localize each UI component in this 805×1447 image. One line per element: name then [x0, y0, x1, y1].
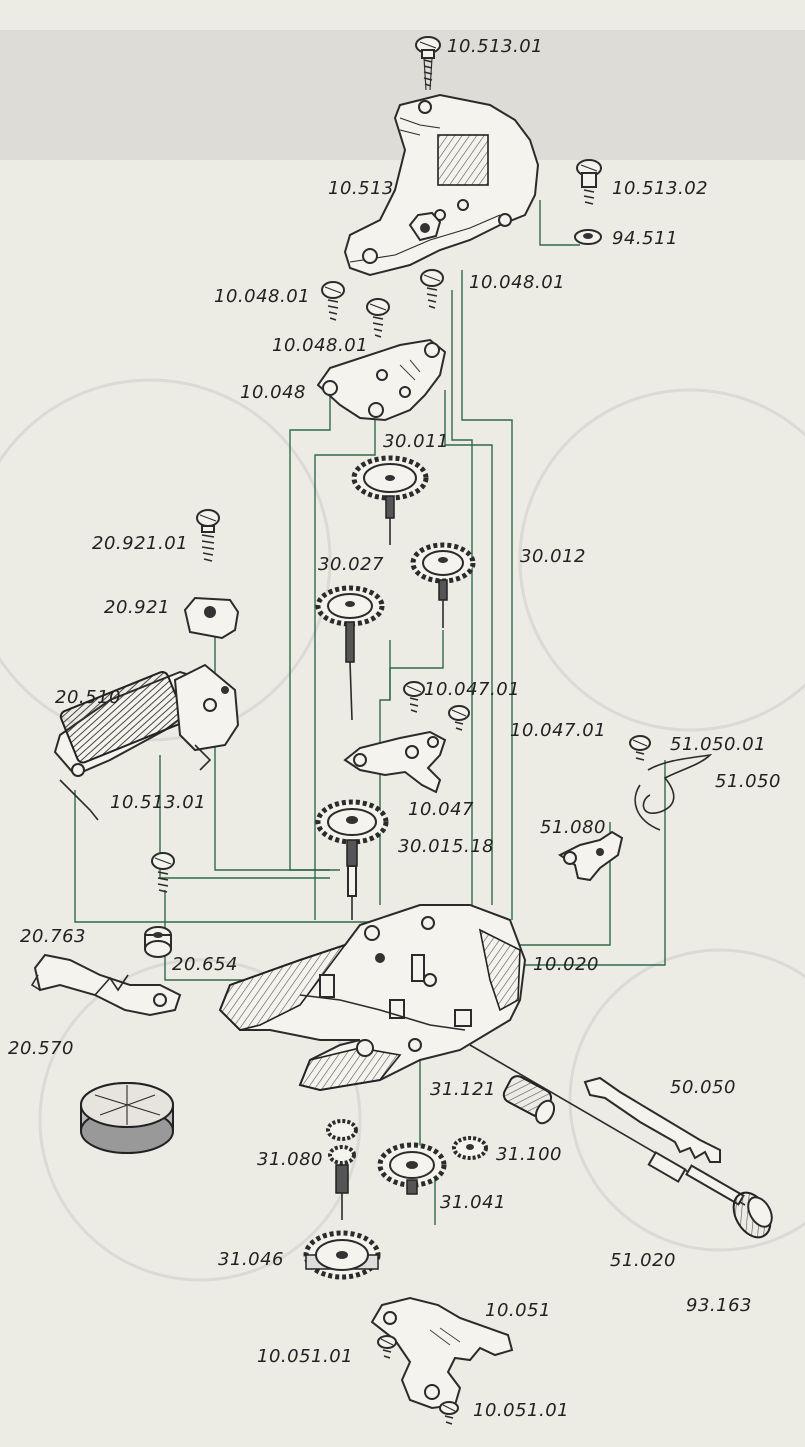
screw-10-047-01-a [403, 681, 425, 713]
label-93-163: 93.163 [686, 1295, 752, 1316]
label-10-048: 10.048 [240, 382, 306, 403]
part-10-048-plate [316, 338, 447, 422]
screw-10-513-01-top [415, 36, 441, 91]
part-10-051-bridge [370, 1296, 514, 1410]
label-31-046: 31.046 [218, 1249, 284, 1270]
label-51-080: 51.080 [540, 817, 606, 838]
screw-51-050-01 [629, 735, 651, 761]
label-10-513-02: 10.513.02 [612, 178, 708, 199]
screw-10-047-01-b [448, 705, 470, 731]
part-51-080-lever [558, 830, 624, 882]
label-31-041: 31.041 [440, 1192, 506, 1213]
label-10-051: 10.051 [485, 1300, 551, 1321]
wheel-30-015-18 [315, 799, 389, 920]
part-10-513-upper-bridge [343, 93, 540, 277]
label-20-654: 20.654 [172, 954, 238, 975]
screw-10-513-01-mid [151, 852, 175, 893]
label-10-513-01-mid: 10.513.01 [110, 792, 206, 813]
label-10-020: 10.020 [533, 954, 599, 975]
wheel-31-100 [452, 1136, 488, 1160]
label-50-050: 50.050 [670, 1077, 736, 1098]
label-10-047: 10.047 [408, 799, 474, 820]
label-20-921-01: 20.921.01 [92, 533, 188, 554]
part-50-050-setting-lever [583, 1076, 721, 1163]
part-10-047-plate [343, 730, 447, 794]
label-20-921: 20.921 [104, 597, 170, 618]
label-10-048-01-left: 10.048.01 [214, 286, 310, 307]
wheel-31-046 [303, 1230, 381, 1280]
label-94-511: 94.511 [612, 228, 678, 249]
part-31-121-sleeve [502, 1075, 556, 1125]
label-10-051-01-bottom: 10.051.01 [473, 1400, 569, 1421]
label-10-513: 10.513 [328, 178, 394, 199]
wheel-30-012 [410, 542, 476, 628]
label-30-011: 30.011 [383, 431, 449, 452]
wheel-31-080 [326, 1119, 358, 1220]
label-10-513-01-top: 10.513.01 [447, 36, 543, 57]
label-31-080: 31.080 [257, 1149, 323, 1170]
jewel-20-654 [144, 926, 172, 958]
label-30-015-18: 30.015.18 [398, 836, 494, 857]
label-31-100: 31.100 [496, 1144, 562, 1165]
label-30-027: 30.027 [318, 554, 384, 575]
label-10-048-01-right: 10.048.01 [469, 272, 565, 293]
screw-10-051-01-left [377, 1335, 397, 1359]
screw-10-048-01-left [321, 281, 345, 321]
battery-20-570 [80, 1082, 174, 1154]
part-10-020-mainplate [218, 904, 527, 1092]
label-10-047-01-upper: 10.047.01 [424, 679, 520, 700]
part-20-763-bridge [30, 953, 182, 1017]
label-10-048-01-middle: 10.048.01 [272, 335, 368, 356]
screw-10-048-01-middle [366, 298, 390, 338]
label-10-047-01-right: 10.047.01 [510, 720, 606, 741]
label-31-121: 31.121 [430, 1079, 496, 1100]
wheel-30-027 [315, 585, 385, 721]
crown-93-163 [732, 1191, 773, 1239]
label-51-050-01: 51.050.01 [670, 734, 766, 755]
screw-10-048-01-right [420, 269, 444, 309]
spring-51-050 [634, 753, 713, 831]
screw-20-921-01 [196, 509, 220, 562]
stem-51-020 [469, 1044, 746, 1206]
wheel-30-011 [351, 455, 429, 545]
part-labels: 10.513.01 10.513 10.513.02 94.511 10.048… [8, 36, 781, 1421]
screw-10-513-02 [576, 159, 602, 205]
label-51-050: 51.050 [715, 771, 781, 792]
wheel-31-041 [377, 1142, 447, 1195]
part-20-921-block [183, 596, 240, 640]
washer-94-511 [574, 229, 602, 245]
part-20-510-coil [53, 663, 240, 821]
screw-10-051-01-bottom [439, 1401, 459, 1425]
label-20-570: 20.570 [8, 1038, 74, 1059]
label-51-020: 51.020 [610, 1250, 676, 1271]
label-20-510: 20.510 [55, 687, 121, 708]
label-10-051-01-left: 10.051.01 [257, 1346, 353, 1367]
label-30-012: 30.012 [520, 546, 586, 567]
label-20-763: 20.763 [20, 926, 86, 947]
